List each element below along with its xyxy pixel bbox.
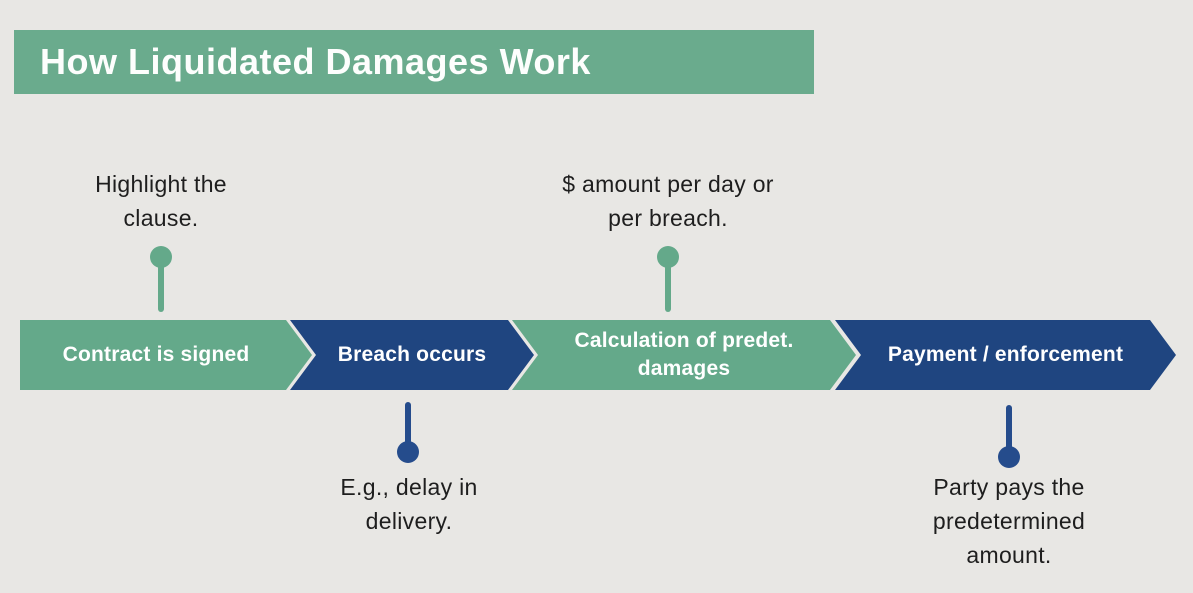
step-chevron-contract-signed: Contract is signed xyxy=(20,320,312,390)
pin-head-icon xyxy=(998,446,1020,468)
pin-stem xyxy=(665,262,671,312)
step-chevron-calculation-damages: Calculation of predet. damages xyxy=(512,320,856,390)
pin-head-icon xyxy=(397,441,419,463)
annotation-amount-per-day: $ amount per day or per breach. xyxy=(562,171,774,231)
annotation-delay-in-delivery: E.g., delay in delivery. xyxy=(340,474,478,534)
step-label: Breach occurs xyxy=(337,343,487,366)
pin-stem xyxy=(405,402,411,452)
step-label: Payment / enforcement xyxy=(887,343,1124,366)
pin-head-icon xyxy=(657,246,679,268)
pin-stem xyxy=(158,262,164,312)
step-chevron-breach-occurs: Breach occurs xyxy=(290,320,534,390)
annotation-party-pays: Party pays the predetermined amount. xyxy=(932,474,1086,568)
step-chevron-payment-enforcement: Payment / enforcement xyxy=(835,320,1176,390)
pin-stem xyxy=(1006,405,1012,457)
page-title: How Liquidated Damages Work xyxy=(40,41,591,82)
annotation-highlight-clause: Highlight the clause. xyxy=(95,171,227,231)
step-label: Contract is signed xyxy=(62,343,250,366)
pin-head-icon xyxy=(150,246,172,268)
title-bar: How Liquidated Damages Work xyxy=(14,30,814,94)
step-label: Calculation of predet. damages xyxy=(574,329,794,380)
